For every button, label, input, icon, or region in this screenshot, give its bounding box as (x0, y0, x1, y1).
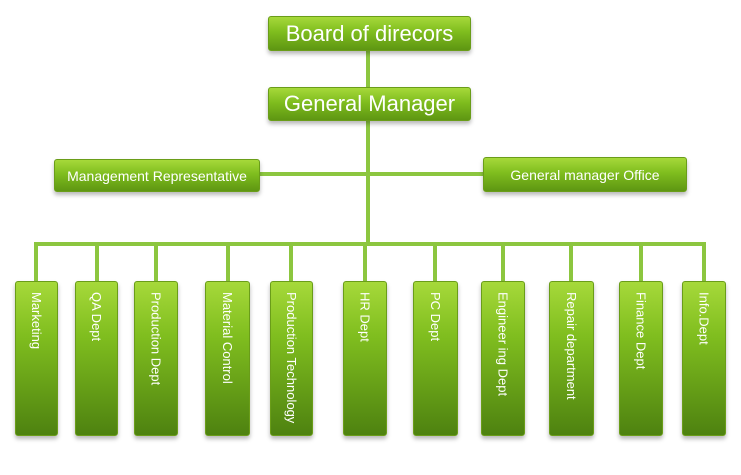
management-representative-box: Management Representative (54, 159, 260, 192)
dept-box-hr: HR Dept (343, 281, 387, 436)
dept-label: Production Technology (284, 292, 299, 424)
dept-label: Repair department (564, 292, 579, 400)
dept-label: Material Control (220, 292, 235, 384)
general-manager-office-label: General manager Office (510, 166, 660, 183)
dept-label: Finance Dept (633, 292, 649, 370)
dept-label: Info.Dept (696, 292, 712, 345)
dept-label: PC Dept (428, 292, 443, 342)
management-representative-label: Management Representative (67, 167, 247, 184)
dept-box-finance: Finance Dept (619, 281, 663, 436)
board-label: Board of direcors (285, 20, 454, 46)
general-manager-box: General Manager (268, 87, 471, 121)
dept-box-info: Info.Dept (682, 281, 726, 436)
dept-box-engineering: Engineer ing Dept (481, 281, 525, 436)
dept-box-production-technology: Production Technology (270, 281, 313, 436)
dept-label: Engineer ing Dept (495, 292, 511, 397)
dept-box-material-control: Material Control (205, 281, 250, 436)
dept-box-qa: QA Dept (75, 281, 118, 436)
board-of-directors-box: Board of direcors (268, 16, 471, 51)
dept-label: Production Dept (148, 292, 164, 386)
general-manager-office-box: General manager Office (483, 157, 687, 192)
dept-label: Marketing (29, 292, 44, 350)
manager-label: General Manager (283, 91, 456, 116)
dept-box-marketing: Marketing (15, 281, 58, 436)
dept-box-pc: PC Dept (413, 281, 458, 436)
dept-box-repair: Repair department (549, 281, 594, 436)
dept-box-production: Production Dept (134, 281, 178, 436)
dept-label: QA Dept (89, 292, 104, 342)
dept-label: HR Dept (357, 292, 373, 342)
